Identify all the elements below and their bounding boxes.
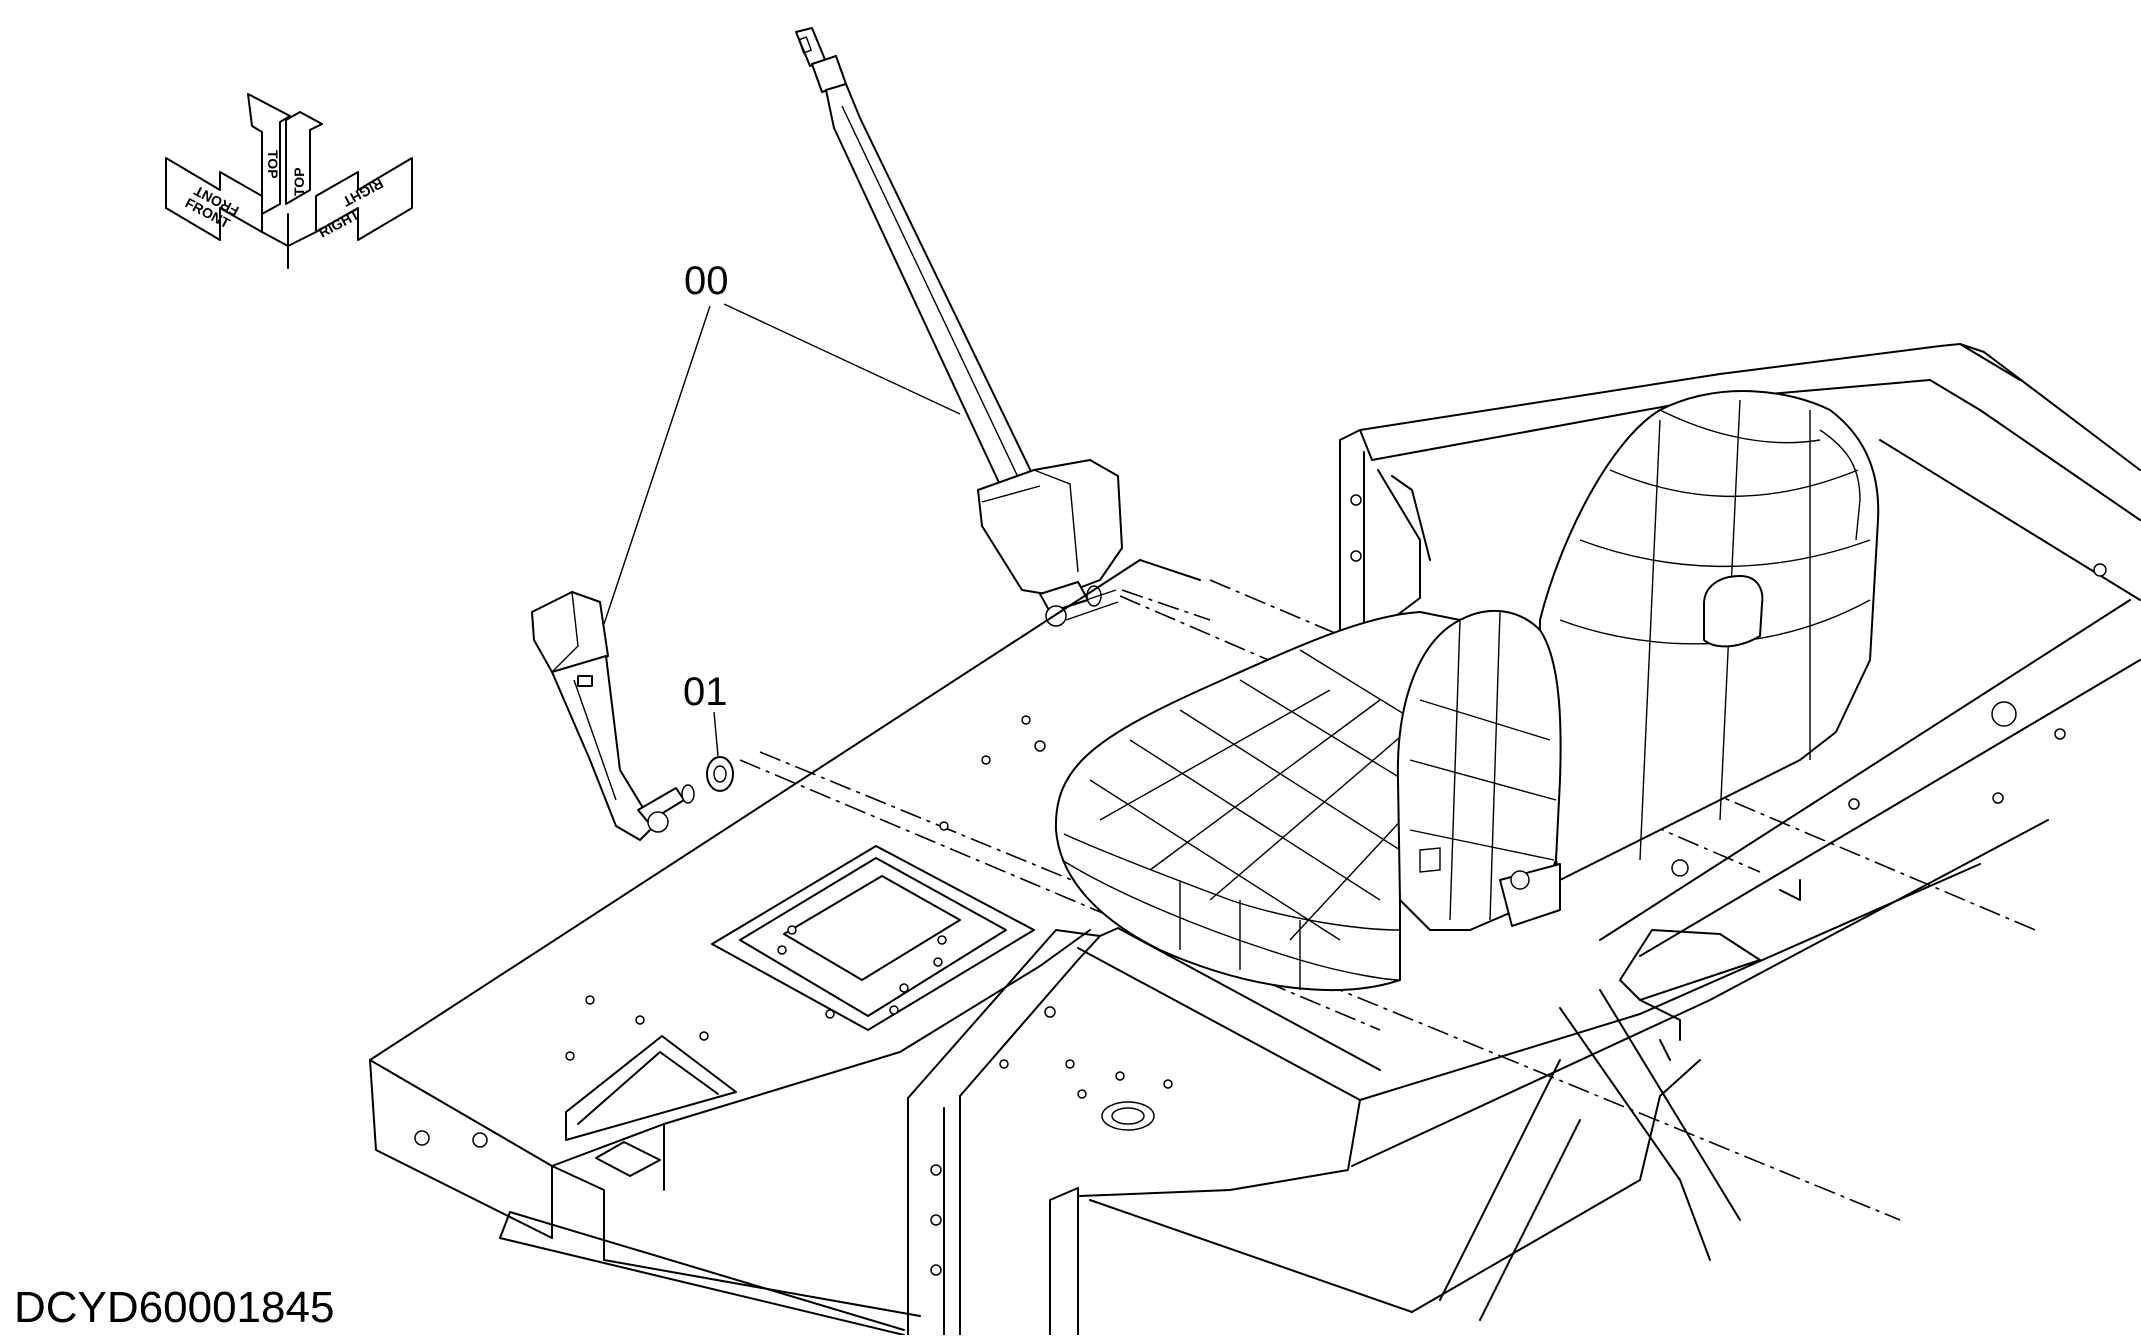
seat-belt-retractor <box>795 27 1123 627</box>
callout-label-00: 00 <box>684 259 729 303</box>
orientation-top-label-mirror: TOP <box>291 167 307 196</box>
orientation-icon: FRONT FRONT TOP TOP RIGHT RIGHT <box>165 93 413 269</box>
operator-seat <box>1054 390 1880 991</box>
cab-floor-frame <box>369 343 2141 1336</box>
callout-label-01: 01 <box>683 670 728 714</box>
callout-01: 01 <box>683 670 728 757</box>
washer <box>706 756 734 792</box>
orientation-top-label: TOP <box>265 150 281 179</box>
callout-00: 00 <box>603 259 961 625</box>
seat-belt-buckle <box>531 591 695 841</box>
drawing-code: DCYD60001845 <box>14 1283 334 1332</box>
